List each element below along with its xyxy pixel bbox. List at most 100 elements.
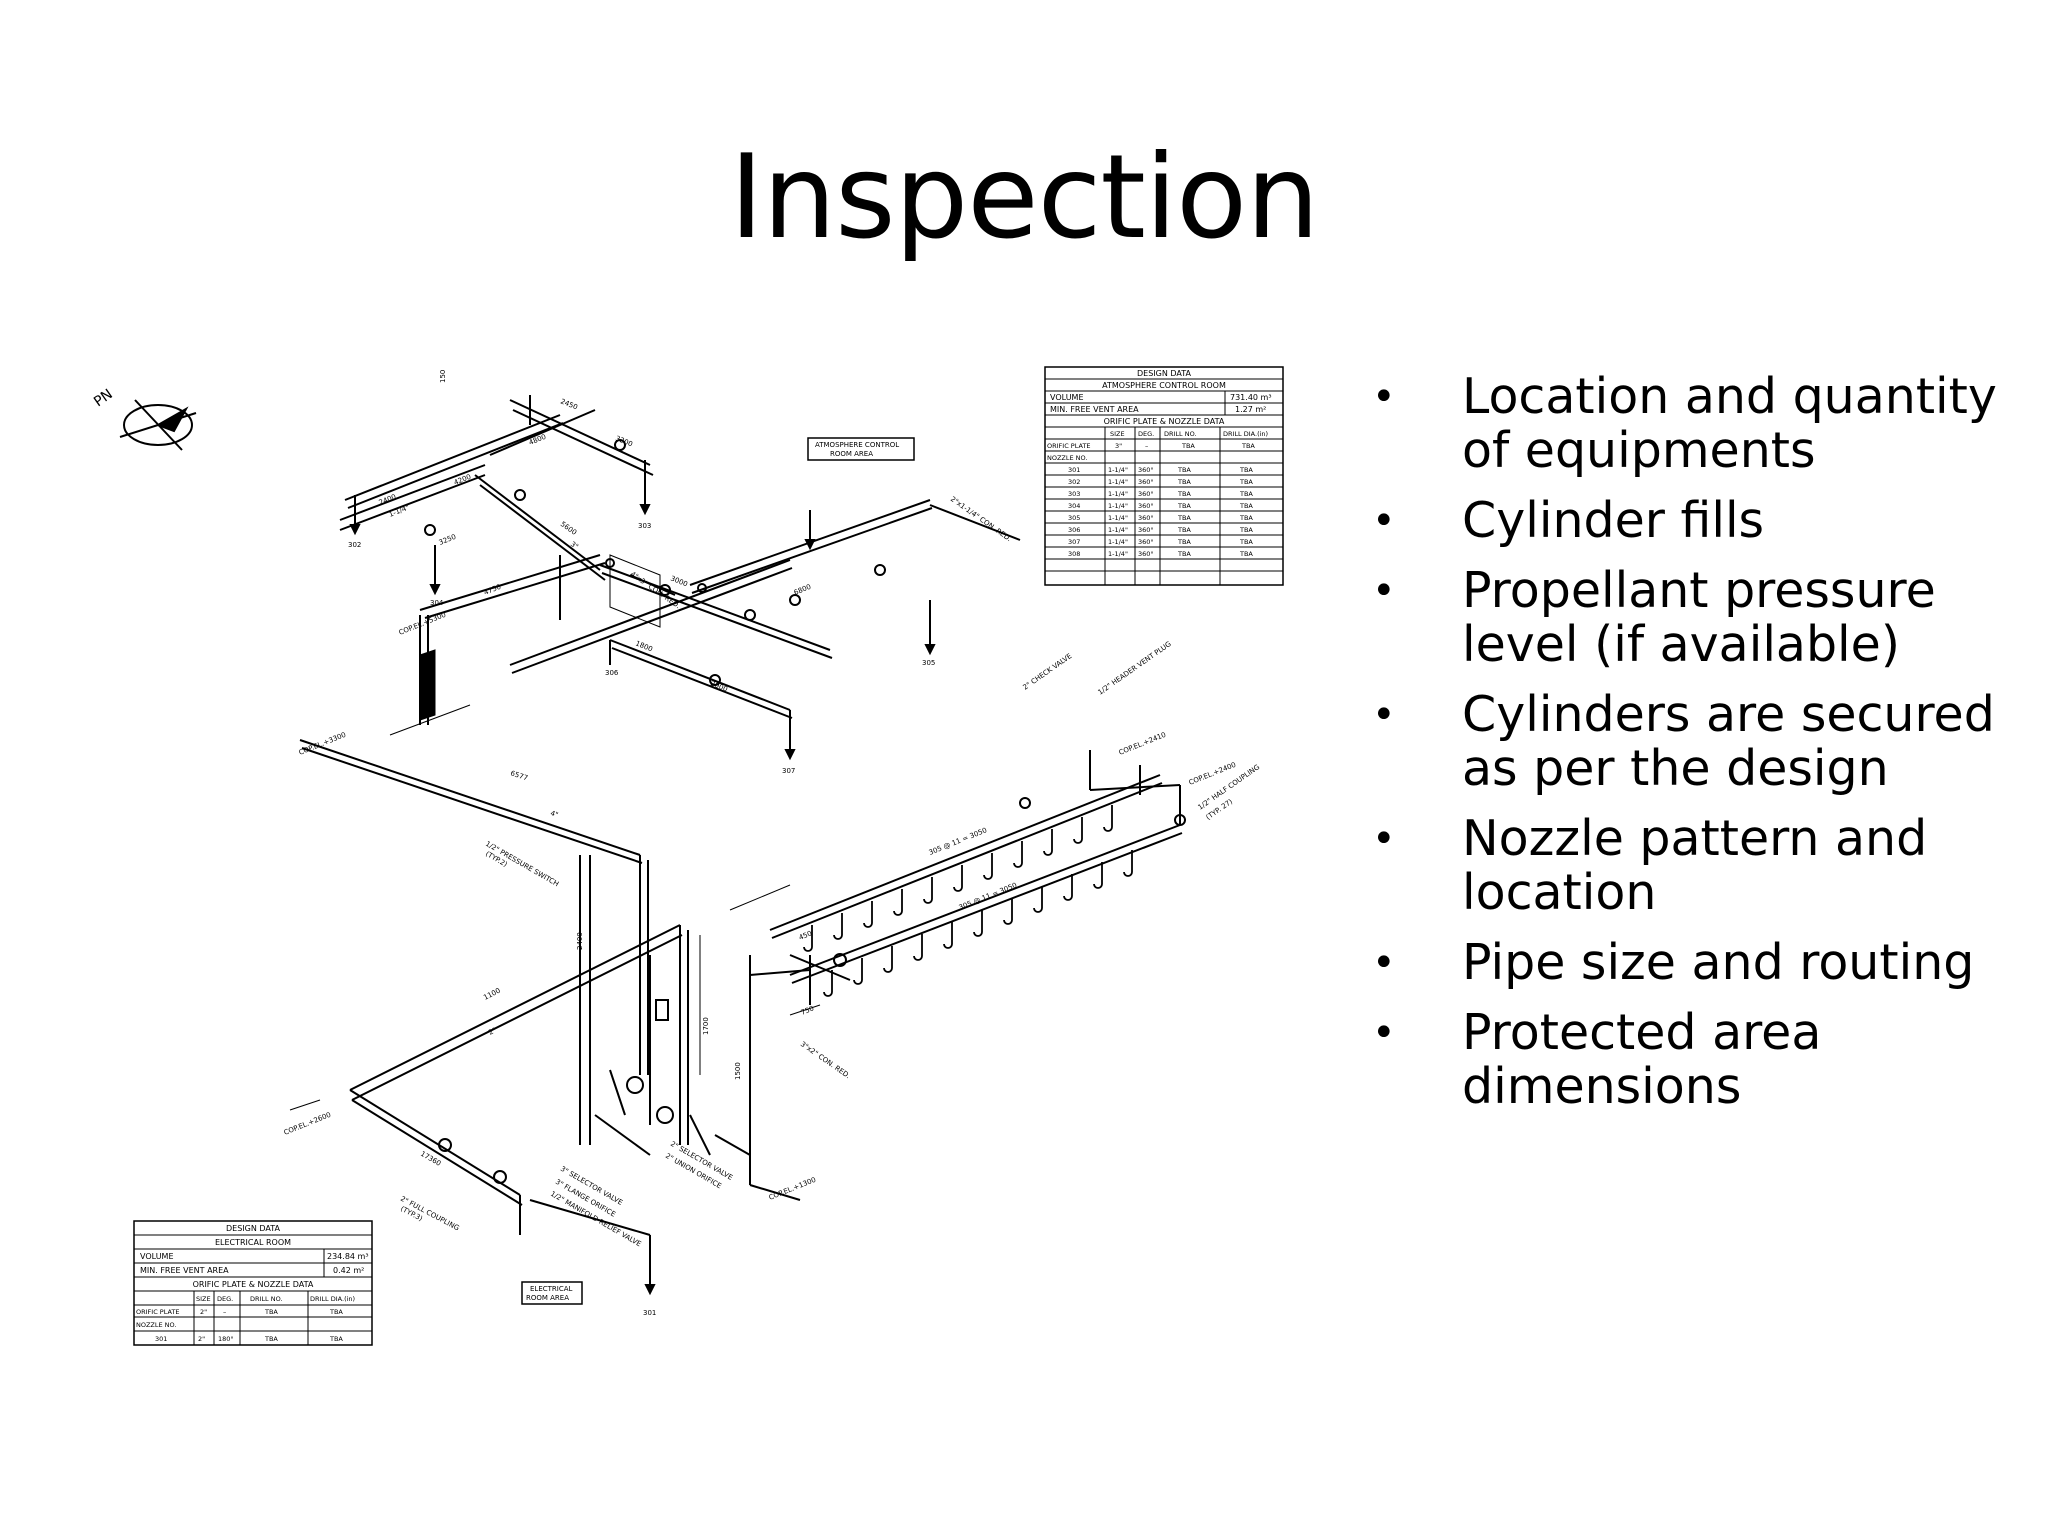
acr-row-cell: 360° [1138,466,1154,474]
acr-row-cell: 1-1/4" [1108,466,1128,474]
acr-table-title: DESIGN DATA [1137,369,1192,378]
acr-row-cell: 308 [1068,550,1080,558]
elec-row-cell: 301 [155,1335,167,1343]
cylinder-hooks-bottom [823,850,1133,997]
bullet-dot-icon: • [1372,816,1396,862]
dim-3250: 3250 [438,533,458,547]
elec-table-title: DESIGN DATA [226,1224,281,1233]
bullet-text: Cylinders are secured as per the design [1462,686,1995,797]
pipe-2in: 2" [487,1026,497,1037]
bullet-text: Cylinder fills [1462,492,1765,549]
dim-6577: 6577 [509,769,528,782]
nozzle-302: 302 [348,541,361,549]
cop-2410-label: COP.EL.+2410 [1118,731,1167,757]
dim-6800: 6800 [793,583,813,597]
acr-vent-label: MIN. FREE VENT AREA [1050,405,1139,414]
dim-4200: 4200 [453,473,473,487]
bullet-item: • Cylinders are secured as per the design [1370,688,2010,796]
elec-design-table: DESIGN DATA ELECTRICAL ROOM VOLUME 234.8… [133,1220,373,1346]
acr-row-cell: TBA [1177,466,1191,474]
dim-1100: 1100 [482,987,502,1002]
reducer-2-114-label: 2"x1-1/4" CON. RED. [949,495,1013,543]
lower-piping-network [349,855,801,1296]
acr-design-table: DESIGN DATA ATMOSPHERE CONTROL ROOM VOLU… [1044,366,1284,586]
dim-2000: 2000 [709,679,729,693]
atmosphere-area-box [807,437,915,461]
bullet-text: Propellant pressure level (if available) [1462,562,1936,673]
elec-orifice-drill-dia: TBA [329,1308,343,1316]
acr-header-deg: DEG. [1138,430,1154,438]
bullet-item: •Location and quantity of equipments [1370,370,2010,478]
bullet-item: • Nozzle pattern and location [1370,812,2010,920]
acr-row-cell: 301 [1068,466,1080,474]
dim-3000: 3000 [669,574,689,588]
elec-vent-label: MIN. FREE VENT AREA [140,1266,229,1275]
acr-row-cell: 360° [1138,526,1154,534]
acr-volume-value: 731.40 m³ [1230,393,1272,402]
acr-row-cell: 1-1/4" [1108,514,1128,522]
acr-row-cell: TBA [1239,550,1253,558]
acr-row-cell: TBA [1239,502,1253,510]
acr-row-cell: TBA [1177,514,1191,522]
dim-2450: 2450 [559,397,579,411]
acr-nozzle-label: NOZZLE NO. [1047,454,1087,462]
acr-row-cell: TBA [1177,526,1191,534]
acr-orifice-size: 3" [1115,442,1122,450]
acr-row-cell: 360° [1138,538,1154,546]
acr-header-drill-dia: DRILL DIA.(in) [1223,430,1268,438]
elec-vent-value: 0.42 m² [333,1266,364,1275]
electrical-area-box [521,1281,583,1305]
nozzle-305: 305 [922,659,935,667]
acr-row-cell: TBA [1239,478,1253,486]
elec-header-drill-no: DRILL NO. [250,1295,283,1303]
elec-orifice-label: ORIFIC PLATE [136,1308,180,1316]
main-riser [299,739,649,1075]
reducer-32-label: 3"x2" CON. RED. [799,1040,852,1080]
nozzle-306: 306 [605,669,619,677]
bullet-dot-icon: • [1372,940,1396,986]
acr-row-cell: 360° [1138,490,1154,498]
nozzle-304: 304 [430,599,444,607]
elec-header-deg: DEG. [217,1295,233,1303]
electrical-area-label-1: ELECTRICAL [530,1285,573,1293]
elec-volume-value: 234.84 m³ [327,1252,369,1261]
electrical-area-label-2: ROOM AREA [526,1294,569,1302]
bullet-dot-icon: • [1372,692,1396,738]
acr-row-cell: TBA [1239,466,1253,474]
piping-isometric-drawing: PN [91,366,1284,1346]
acr-row-cell: 1-1/4" [1108,526,1128,534]
acr-row-cell: TBA [1177,478,1191,486]
acr-row-cell: TBA [1239,490,1253,498]
bullet-item: •Protected area dimensions [1370,1006,2010,1114]
acr-orifice-drill-no: TBA [1181,442,1195,450]
acr-row-cell: 307 [1068,538,1080,546]
acr-row-cell: TBA [1177,550,1191,558]
cop-2600-label: COP.EL.+2600 [283,1111,332,1137]
elec-row-cell: 180° [218,1335,234,1343]
acr-row-cell: 1-1/4" [1108,502,1128,510]
acr-header-size: SIZE [1110,430,1125,438]
elec-header-size: SIZE [196,1295,211,1303]
elec-subtitle: ORIFIC PLATE & NOZZLE DATA [193,1280,314,1289]
dim-750: 750 [800,1004,815,1016]
bullet-dot-icon: • [1372,374,1396,420]
elec-row-cell: TBA [329,1335,343,1343]
acr-row-cell: 303 [1068,490,1080,498]
acr-row-cell: 306 [1068,526,1080,534]
inspection-bullet-list: •Location and quantity of equipments • Cy… [1370,370,2010,1130]
bullet-text: Nozzle pattern and location [1462,810,1928,921]
acr-orifice-label: ORIFIC PLATE [1047,442,1091,450]
acr-row-cell: 360° [1138,478,1154,486]
pipe-1-14in: 1-1/4" [388,503,411,518]
acr-row-cell: 1-1/4" [1108,490,1128,498]
header-vent-label: 1/2" HEADER VENT PLUG [1097,640,1173,697]
acr-table-room: ATMOSPHERE CONTROL ROOM [1102,381,1226,390]
north-arrow-icon: PN [91,386,197,451]
acr-row-cell: 1-1/4" [1108,538,1128,546]
size-150: 150 [439,370,447,383]
elec-table-room: ELECTRICAL ROOM [215,1238,291,1247]
elec-orifice-size: 2" [200,1308,207,1316]
elec-orifice-drill-no: TBA [264,1308,278,1316]
acr-row-cell: 1-1/4" [1108,478,1128,486]
acr-row-cell: TBA [1177,538,1191,546]
